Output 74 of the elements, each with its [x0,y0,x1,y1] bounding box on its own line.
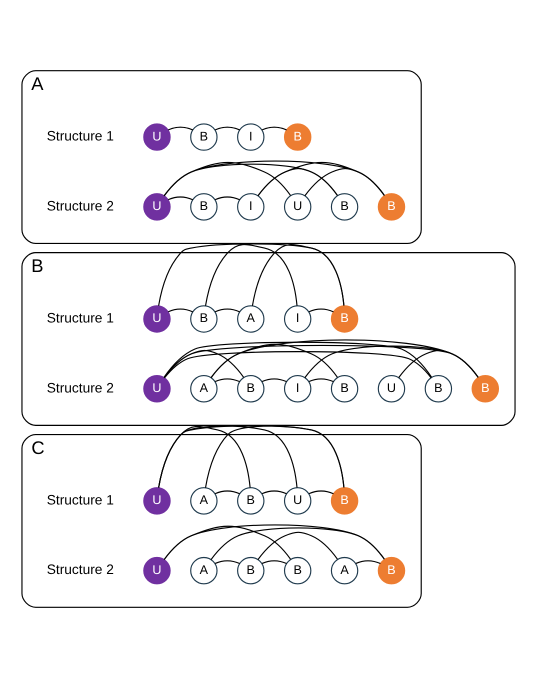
label: Structure 2 [46,380,114,395]
connector [262,126,287,130]
node-circle: A [330,556,358,584]
connector [304,167,385,196]
node-circle: U [143,304,171,332]
connector [356,560,381,564]
connector [215,490,240,494]
connector [252,244,344,306]
label: Structure 1 [46,492,114,507]
node-circle: U [284,192,312,220]
connector [215,378,240,382]
node-circle: A [190,486,218,514]
connector [308,378,334,382]
node-circle: I [284,304,312,332]
node-circle: A [237,304,264,332]
node-circle: U [143,122,171,150]
label: Structure 1 [46,128,114,144]
node-circle: B [237,556,264,584]
node-circle: I [237,122,264,150]
node-circle: U [143,374,171,402]
node-circle: B [190,192,218,220]
node-circle: U [143,556,171,584]
node-circle: B [424,374,452,402]
connector [215,308,240,312]
connector [215,560,240,564]
connector [210,338,479,378]
connector [168,308,193,312]
connector [215,196,240,200]
connector [204,425,344,488]
node-circle: B [330,374,358,402]
connector [262,560,287,564]
connector [308,490,334,494]
connector [168,126,193,130]
node-circle: B [190,122,218,150]
node-circle: U [284,486,312,514]
connector [262,490,287,494]
node-circle: B [330,304,358,332]
connector [168,196,193,200]
node-circle: U [143,192,171,220]
connector [158,424,344,488]
label: Structure 1 [46,310,114,326]
connector [308,308,334,312]
node-circle: B [378,192,406,220]
node-circle: A [190,374,218,402]
label: Structure 2 [46,562,114,577]
node-circle: B [237,374,264,402]
node-circle: B [330,192,358,220]
node-circle: B [190,304,218,332]
connector [215,126,240,130]
node-circle: I [237,192,264,220]
node-circle: U [378,374,406,402]
node-circle: B [237,486,264,514]
label: Structure 2 [46,198,114,213]
node-circle: B [472,374,500,402]
connector [158,242,344,306]
node-circle: B [284,556,312,584]
node-circle: B [284,122,312,150]
node-circle: A [190,556,218,584]
connector [258,531,338,560]
connector [262,378,287,382]
node-circle: B [330,486,358,514]
node-circle: I [284,374,312,402]
connector [164,344,479,378]
connector [164,524,385,560]
connector [164,341,432,378]
connector [304,345,479,378]
connector [398,349,479,378]
connector [164,350,432,378]
node-circle: U [143,486,171,514]
connector [204,244,298,306]
connector [164,160,385,196]
connector [258,161,385,196]
connector [210,526,385,560]
node-circle: B [378,556,406,584]
